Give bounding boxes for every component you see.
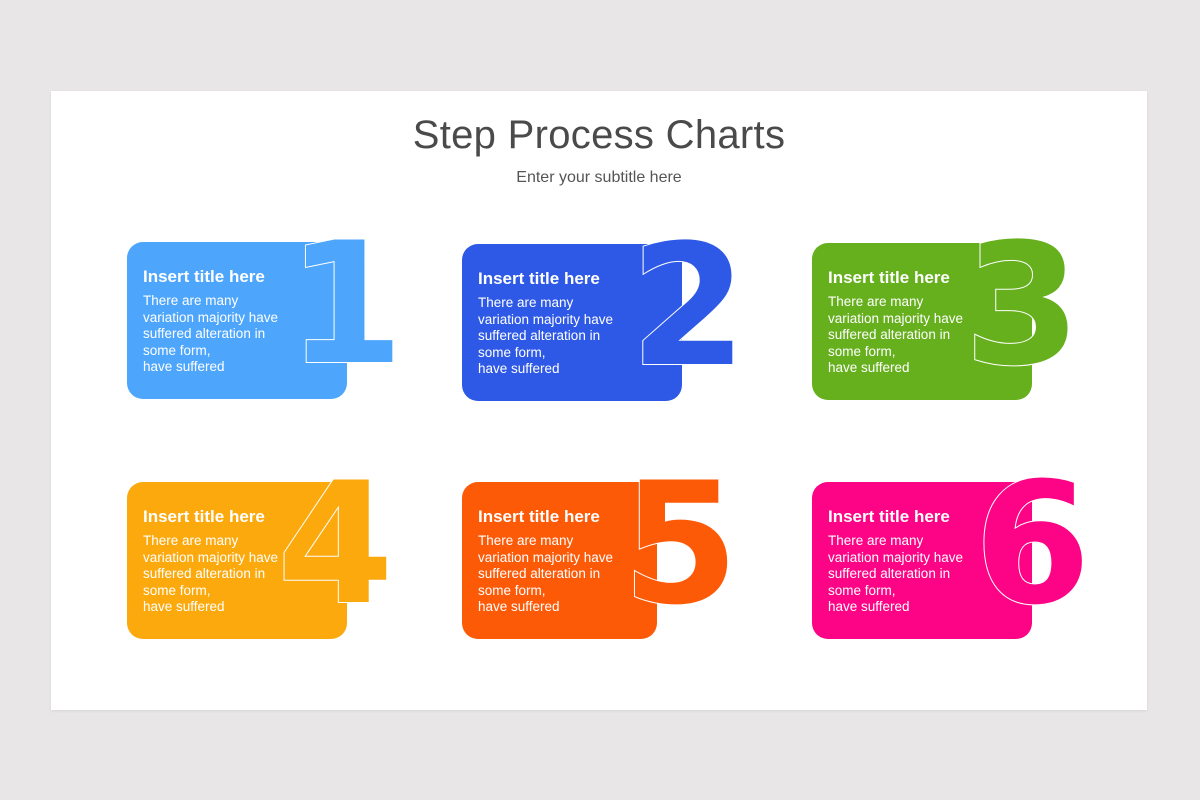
step-box xyxy=(812,482,1032,639)
step-body: There are many variation majority have s… xyxy=(143,293,279,374)
step-box xyxy=(462,482,657,639)
step-card-5: 5 Insert title here There are many varia… xyxy=(462,459,740,642)
step-card-2: 2 Insert title here There are many varia… xyxy=(462,221,748,404)
step-body: There are many variation majority have s… xyxy=(143,533,279,614)
step-body: There are many variation majority have s… xyxy=(828,294,964,375)
slide: Step Process Charts Enter your subtitle … xyxy=(51,91,1147,710)
step-card-6: 6 Insert title here There are many varia… xyxy=(812,459,1092,642)
step-box xyxy=(127,482,347,639)
step-card-1: 1 Insert title here There are many varia… xyxy=(127,219,405,402)
step-card-3: 3 Insert title here There are many varia… xyxy=(812,220,1082,403)
step-title: Insert title here xyxy=(828,507,950,526)
step-body: There are many variation majority have s… xyxy=(478,295,614,376)
step-title: Insert title here xyxy=(143,507,265,526)
step-body: There are many variation majority have s… xyxy=(828,533,964,614)
slide-title: Step Process Charts xyxy=(412,113,786,157)
slide-subtitle: Enter your subtitle here xyxy=(516,169,682,186)
step-title: Insert title here xyxy=(143,267,265,286)
step-number: 2 xyxy=(629,208,748,404)
step-number: 3 xyxy=(963,207,1082,403)
step-box xyxy=(462,244,682,401)
step-card-4: 4 Insert title here There are many varia… xyxy=(127,459,397,642)
step-box xyxy=(812,243,1032,400)
step-box xyxy=(127,242,347,399)
step-body: There are many variation majority have s… xyxy=(478,533,614,614)
step-number: 5 xyxy=(621,446,740,642)
step-title: Insert title here xyxy=(478,507,600,526)
step-number: 1 xyxy=(286,206,405,402)
step-number: 6 xyxy=(973,446,1092,642)
step-title: Insert title here xyxy=(478,269,600,288)
step-title: Insert title here xyxy=(828,268,950,287)
step-number: 4 xyxy=(276,446,395,642)
